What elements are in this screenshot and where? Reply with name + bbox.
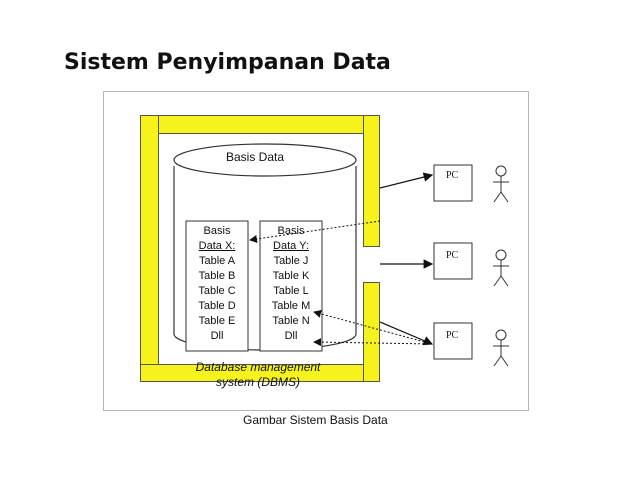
database-x-item: Table C — [198, 285, 236, 297]
user-figure-3 — [493, 329, 509, 367]
database-x-heading-2: Data X: — [198, 240, 236, 252]
database-y-item: Table K — [272, 270, 310, 282]
pc-box-2 — [433, 242, 473, 280]
user-figure-1 — [493, 165, 509, 203]
database-x-item: Dll — [210, 330, 224, 342]
database-x-heading-1: Basis — [203, 225, 231, 237]
database-y-item: Dll — [284, 330, 298, 342]
database-x-item: Table E — [198, 315, 236, 327]
database-y-item: Table J — [273, 255, 309, 267]
database-y-heading-2: Data Y: — [273, 240, 309, 252]
database-x-list: Basis Data X: Table A Table B Table C Ta… — [182, 224, 252, 344]
cylinder-top — [173, 143, 357, 177]
database-x-item: Table B — [198, 270, 236, 282]
dbms-label: Database management system (DBMS) — [195, 360, 321, 389]
dotted-arrow-to-table-m — [313, 309, 433, 345]
arrow-dbms-pc-3 — [379, 321, 434, 346]
database-x-item: Table D — [198, 300, 236, 312]
database-y-box — [259, 220, 323, 352]
user-figure-2 — [493, 249, 509, 287]
database-x-box — [185, 220, 249, 352]
database-y-item: Table N — [272, 315, 310, 327]
cylinder-label: Basis Data — [225, 150, 285, 164]
figure-caption: Gambar Sistem Basis Data — [243, 413, 388, 427]
pc-label-3: PC — [446, 330, 459, 341]
pc-box-3 — [433, 322, 473, 360]
pc-label-1: PC — [446, 170, 459, 181]
dotted-arrow-to-data-x — [249, 220, 381, 243]
database-y-item: Table L — [273, 285, 309, 297]
arrow-dbms-pc-1 — [379, 172, 434, 189]
slide-title: Sistem Penyimpanan Data — [64, 50, 391, 75]
pc-box-1 — [433, 164, 473, 202]
database-y-item: Table M — [271, 300, 311, 312]
database-x-item: Table A — [198, 255, 236, 267]
dbms-frame-right-lower — [363, 282, 380, 382]
pc-label-2: PC — [446, 250, 459, 261]
database-y-list: Basis Data Y: Table J Table K Table L Ta… — [256, 224, 326, 344]
database-y-heading-1: Basis — [277, 225, 305, 237]
dbms-frame-right-upper — [363, 115, 380, 247]
